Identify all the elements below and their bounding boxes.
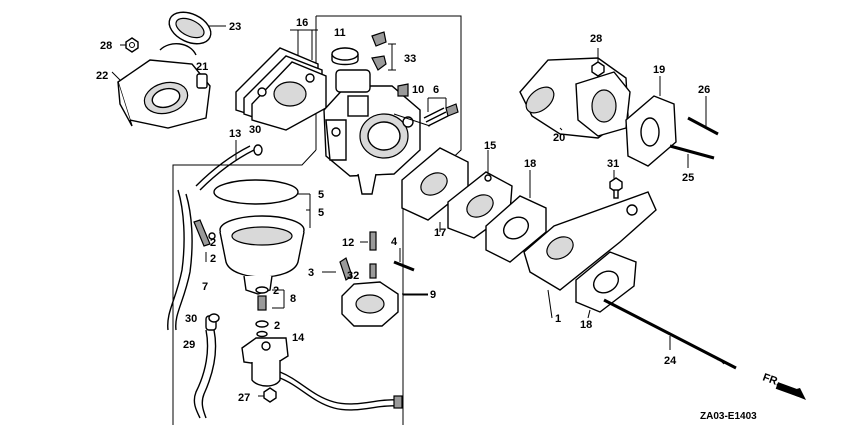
part-21-pin [196, 73, 208, 89]
label-28-left: 28 [100, 40, 112, 52]
part-8-drain-screw [255, 286, 285, 328]
label-33: 33 [404, 53, 416, 65]
label-18-lower: 18 [580, 319, 592, 331]
part-18-gasket-upper [485, 170, 547, 263]
label-27: 27 [238, 392, 250, 404]
label-23: 23 [229, 21, 241, 33]
label-5-chamber: 5 [318, 207, 324, 219]
label-7: 7 [202, 281, 208, 293]
label-8: 8 [290, 293, 296, 305]
label-13: 13 [229, 128, 241, 140]
part-5-gasket-ring [213, 179, 299, 205]
label-5-gasket: 5 [318, 189, 324, 201]
label-29: 29 [183, 339, 195, 351]
part-10-screw [397, 83, 409, 97]
label-30-lower: 30 [185, 313, 197, 325]
diagram-code: ZA03-E1403 [700, 411, 757, 422]
part-30-clip-lower [208, 313, 220, 323]
part-16-insulator-set [235, 29, 327, 131]
label-6: 6 [433, 84, 439, 96]
front-direction-label: FR. [761, 372, 782, 389]
label-20: 20 [553, 132, 565, 144]
part-18-gasket-lower [575, 251, 637, 319]
front-direction-arrow [775, 382, 806, 400]
part-1-plate [523, 191, 657, 319]
part-26-stud [687, 96, 719, 136]
label-19: 19 [653, 64, 665, 76]
label-25: 25 [682, 172, 694, 184]
part-3-needle-jet [322, 257, 353, 281]
label-32: 32 [347, 270, 359, 282]
label-28-right: 28 [590, 33, 602, 45]
part-12-jet [360, 231, 377, 251]
part-25-stud [669, 144, 715, 168]
label-1: 1 [555, 313, 561, 325]
label-2-chamber-b: 2 [210, 253, 216, 265]
part-4-float-pin [393, 248, 415, 272]
part-9-float [341, 281, 428, 327]
label-21: 21 [196, 61, 208, 73]
label-24: 24 [664, 355, 677, 367]
part-22-elbow [111, 43, 211, 129]
part-33-pilot-screw [371, 31, 396, 71]
carburetor-body [323, 69, 431, 195]
part-27-bolt [258, 387, 277, 403]
part-11-cap [331, 47, 359, 66]
label-2-chamber-a: 2 [210, 237, 216, 249]
label-17: 17 [434, 227, 446, 239]
part-31-bolt [609, 170, 623, 199]
part-14-solenoid [241, 337, 403, 411]
part-28-nut-right [591, 48, 605, 77]
part-24-stud [603, 298, 737, 370]
part-29-tube [193, 315, 217, 419]
label-2-drain: 2 [273, 285, 279, 297]
part-13-hose [195, 140, 255, 191]
part-28-nut-left [120, 37, 139, 53]
part-7-screw [193, 219, 216, 262]
label-10: 10 [412, 84, 424, 96]
part-30-clip-upper [253, 144, 263, 156]
part-23-seal [168, 11, 226, 45]
part-32-valve [369, 263, 377, 279]
label-2-solenoid: 2 [274, 320, 280, 332]
part-6-throttle-stop [423, 97, 459, 127]
part-20-manifold [519, 57, 631, 139]
label-14: 14 [292, 332, 305, 344]
label-16: 16 [296, 17, 308, 29]
part-2-washer [256, 330, 268, 338]
drain-hose [167, 189, 193, 331]
label-4: 4 [391, 236, 398, 248]
label-11: 11 [334, 27, 346, 39]
label-3: 3 [308, 267, 314, 279]
carburetor-assembly-frame [172, 15, 462, 425]
label-9: 9 [430, 289, 436, 301]
label-18-upper: 18 [524, 158, 536, 170]
label-30-upper: 30 [249, 124, 261, 136]
label-22: 22 [96, 70, 108, 82]
label-12: 12 [342, 237, 354, 249]
callout-labels: 1 2 2 2 2 3 4 5 5 6 7 8 9 10 11 12 13 14… [96, 17, 710, 404]
label-31: 31 [607, 158, 619, 170]
label-15: 15 [484, 140, 496, 152]
part-19-gasket [625, 76, 677, 167]
label-26: 26 [698, 84, 710, 96]
